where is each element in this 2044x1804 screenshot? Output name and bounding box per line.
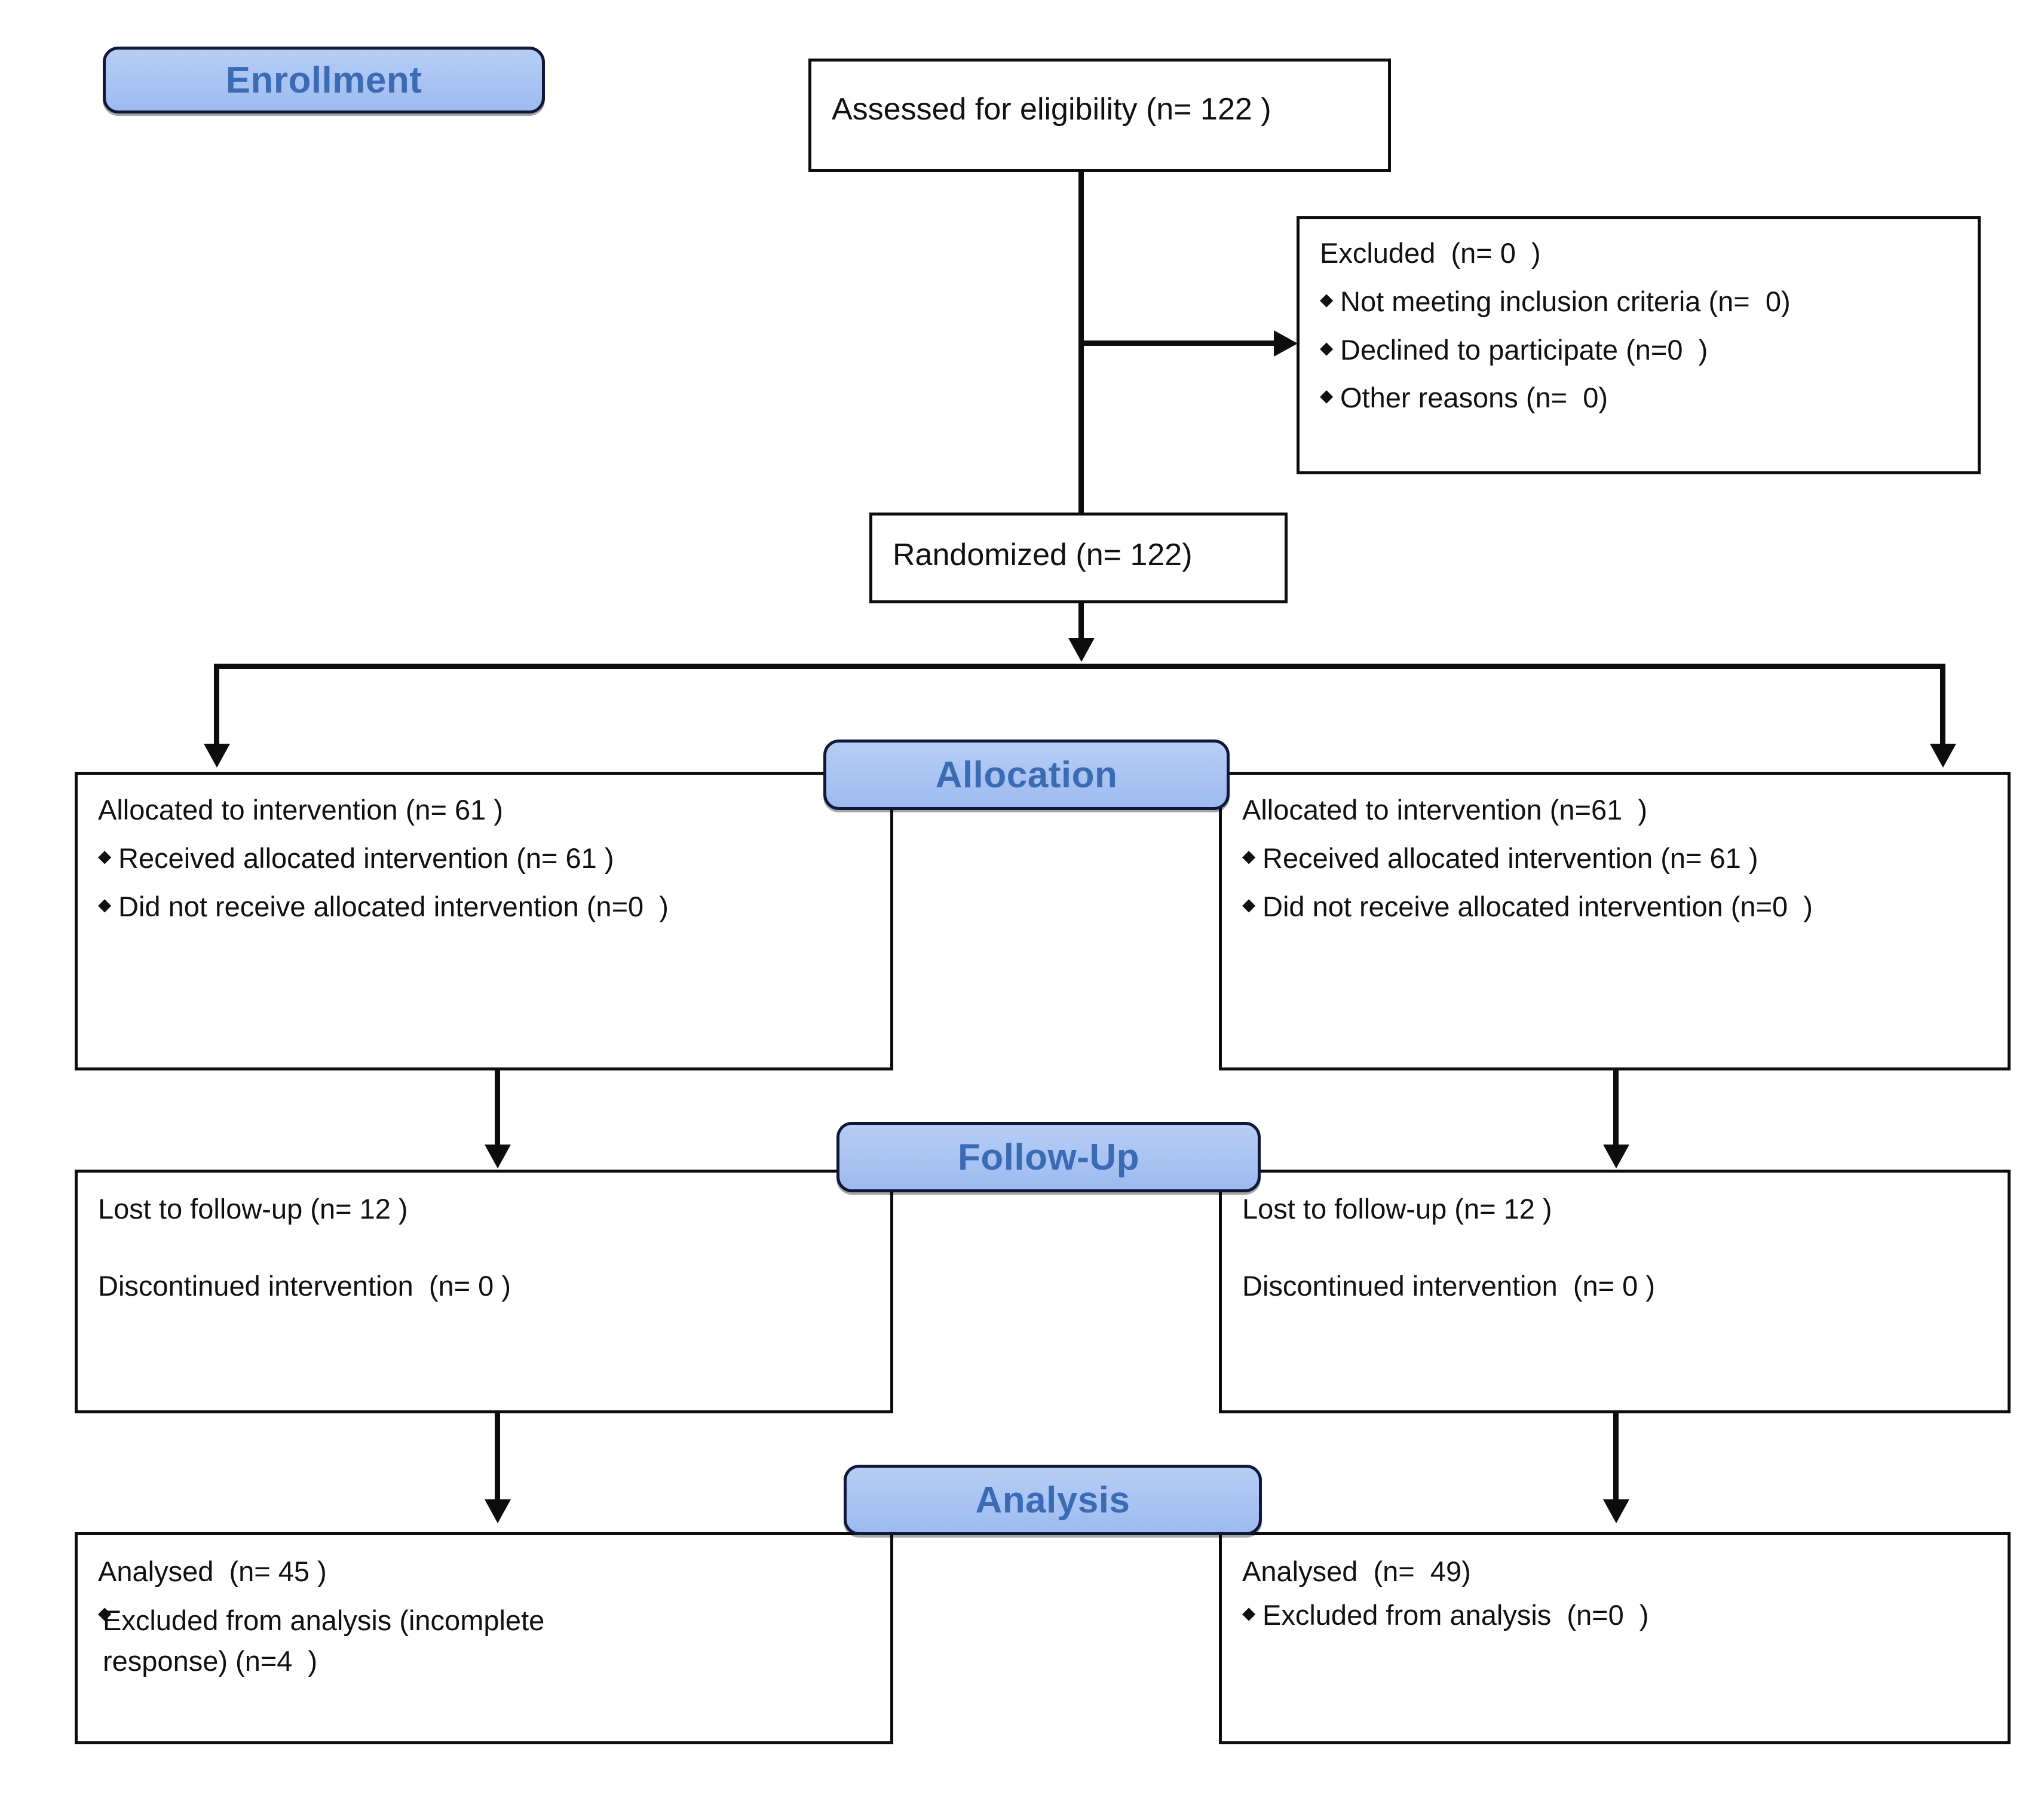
analysis-left-item-text: Excluded from analysis (incomplete respo… <box>103 1604 553 1677</box>
assessed-for-eligibility-text: Assessed for eligibility (n= 122 ) <box>832 92 1271 127</box>
arrow-to-left-analysis-icon <box>485 1499 511 1523</box>
assessed-for-eligibility-box: Assessed for eligibility (n= 122 ) <box>808 59 1391 172</box>
stage-badge-followup: Follow-Up <box>836 1122 1261 1192</box>
arrow-to-left-followup-icon <box>485 1145 511 1168</box>
excluded-title: Excluded (n= 0 ) <box>1320 237 1541 269</box>
randomized-box: Randomized (n= 122) <box>869 513 1288 603</box>
stage-badge-analysis: Analysis <box>844 1465 1262 1535</box>
connector-right-alloc-to-followup <box>1613 1070 1619 1147</box>
analysis-right-item-text: Excluded from analysis (n=0 ) <box>1262 1599 1649 1631</box>
analysis-left-item: ◆ Excluded from analysis (incomplete res… <box>98 1600 870 1682</box>
randomized-text: Randomized (n= 122) <box>893 538 1193 572</box>
connector-right-followup-to-analysis <box>1613 1413 1619 1502</box>
followup-right-line: Lost to follow-up (n= 12 ) <box>1242 1193 1552 1225</box>
allocation-left-item-text: Did not receive allocated intervention (… <box>118 890 669 922</box>
allocation-left-item-text: Received allocated intervention (n= 61 ) <box>118 842 614 874</box>
excluded-reason-item: ◆ Declined to participate (n=0 ) <box>1320 335 1957 366</box>
stage-badge-allocation: Allocation <box>823 740 1230 810</box>
arrow-randomized-split-icon <box>1068 638 1095 662</box>
connector-randomized-down <box>1078 603 1084 640</box>
allocation-right-item-text: Did not receive allocated intervention (… <box>1262 890 1813 922</box>
allocation-left-title: Allocated to intervention (n= 61 ) <box>98 794 503 826</box>
diamond-bullet-icon: ◆ <box>1320 290 1334 309</box>
allocation-right-item-text: Received allocated intervention (n= 61 ) <box>1262 842 1758 874</box>
excluded-box: Excluded (n= 0 ) ◆ Not meeting inclusion… <box>1297 216 1981 474</box>
diamond-bullet-icon: ◆ <box>98 895 112 915</box>
allocation-right-item: ◆ Received allocated intervention (n= 61… <box>1242 843 1987 874</box>
arrow-to-right-analysis-icon <box>1603 1499 1629 1523</box>
allocation-left-item: ◆ Received allocated intervention (n= 61… <box>98 843 870 874</box>
arrow-to-right-allocation-icon <box>1930 744 1956 768</box>
analysis-left-box: Analysed (n= 45 ) ◆ Excluded from analys… <box>75 1532 893 1744</box>
followup-left-line: Lost to follow-up (n= 12 ) <box>98 1193 408 1225</box>
followup-left-line: Discontinued intervention (n= 0 ) <box>98 1269 511 1302</box>
allocation-right-title: Allocated to intervention (n=61 ) <box>1242 794 1647 826</box>
excluded-reason-item: ◆ Other reasons (n= 0) <box>1320 382 1957 414</box>
connector-split-bar <box>214 664 1945 669</box>
stage-badge-allocation-label: Allocation <box>935 754 1118 796</box>
diamond-bullet-icon: ◆ <box>98 846 112 866</box>
analysis-right-item: ◆ Excluded from analysis (n=0 ) <box>1242 1600 1987 1631</box>
excluded-reason-text: Declined to participate (n=0 ) <box>1340 333 1708 366</box>
diamond-bullet-icon: ◆ <box>1242 895 1256 915</box>
connector-split-right-drop <box>1940 664 1945 746</box>
analysis-right-box: Analysed (n= 49) ◆ Excluded from analysi… <box>1219 1532 2011 1744</box>
connector-split-left-drop <box>214 664 219 746</box>
diamond-bullet-icon: ◆ <box>1320 338 1334 358</box>
followup-left-box: Lost to follow-up (n= 12 ) Discontinued … <box>75 1170 893 1413</box>
stage-badge-analysis-label: Analysis <box>975 1479 1130 1521</box>
allocation-left-item: ◆ Did not receive allocated intervention… <box>98 890 870 922</box>
allocation-right-box: Allocated to intervention (n=61 ) ◆ Rece… <box>1219 772 2011 1070</box>
diamond-bullet-icon: ◆ <box>98 1603 112 1623</box>
excluded-reason-item: ◆ Not meeting inclusion criteria (n= 0) <box>1320 285 1957 317</box>
analysis-left-title: Analysed (n= 45 ) <box>98 1556 327 1587</box>
arrow-to-right-followup-icon <box>1603 1145 1629 1168</box>
allocation-right-item: ◆ Did not receive allocated intervention… <box>1242 890 1987 922</box>
stage-badge-followup-label: Follow-Up <box>957 1136 1140 1178</box>
arrow-to-excluded-icon <box>1274 330 1298 357</box>
followup-right-box: Lost to follow-up (n= 12 ) Discontinued … <box>1219 1170 2011 1413</box>
stage-badge-enrollment: Enrollment <box>103 47 545 113</box>
allocation-left-box: Allocated to intervention (n= 61 ) ◆ Rec… <box>75 772 893 1070</box>
analysis-right-title: Analysed (n= 49) <box>1242 1556 1471 1587</box>
excluded-reason-text: Other reasons (n= 0) <box>1340 382 1608 414</box>
connector-assessed-to-excluded <box>1078 340 1276 346</box>
diamond-bullet-icon: ◆ <box>1320 386 1334 406</box>
connector-left-alloc-to-followup <box>495 1070 500 1147</box>
arrow-to-left-allocation-icon <box>204 744 230 768</box>
excluded-reason-text: Not meeting inclusion criteria (n= 0) <box>1340 285 1791 317</box>
followup-right-line: Discontinued intervention (n= 0 ) <box>1242 1269 1656 1302</box>
diamond-bullet-icon: ◆ <box>1242 1603 1256 1623</box>
stage-badge-enrollment-label: Enrollment <box>225 59 422 101</box>
connector-left-followup-to-analysis <box>495 1413 500 1502</box>
diamond-bullet-icon: ◆ <box>1242 846 1256 866</box>
